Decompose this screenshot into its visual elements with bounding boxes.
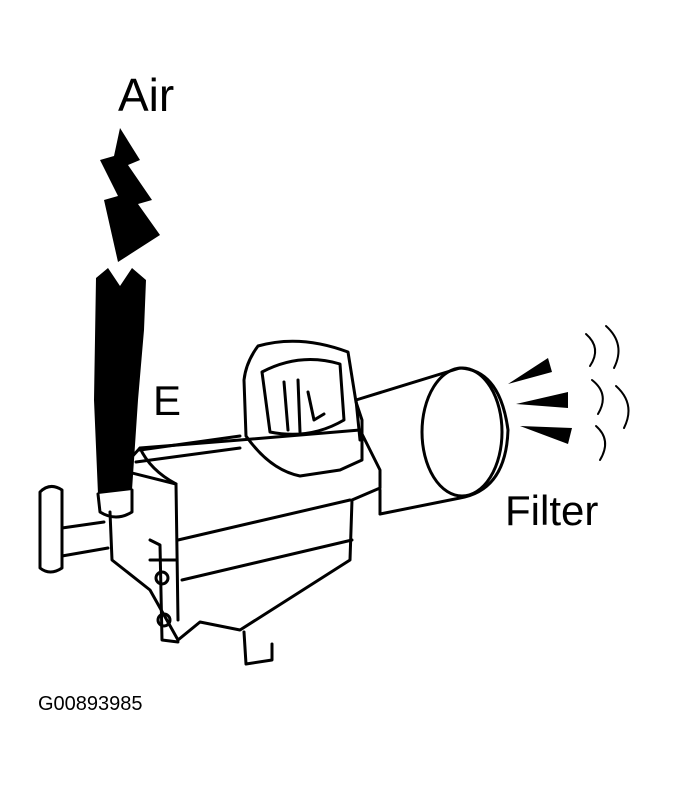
port-e-label: E (153, 377, 182, 424)
mounting-bracket (148, 538, 180, 644)
air-label: Air (118, 69, 175, 121)
hose-clamp (96, 488, 134, 519)
valve-body (108, 428, 382, 642)
side-nipple (38, 485, 64, 574)
exhaust-arrow-middle (516, 392, 568, 408)
air-flow-arrow (100, 128, 160, 262)
exhaust-arrow-upper (508, 358, 552, 384)
vacuum-hose (94, 268, 146, 494)
air-wave (585, 333, 597, 367)
exhaust-arrow-lower (520, 426, 572, 444)
filter-label: Filter (505, 487, 599, 534)
bottom-tab (242, 630, 274, 666)
figure-code: G00893985 (38, 693, 143, 715)
electrical-connector (242, 339, 364, 478)
